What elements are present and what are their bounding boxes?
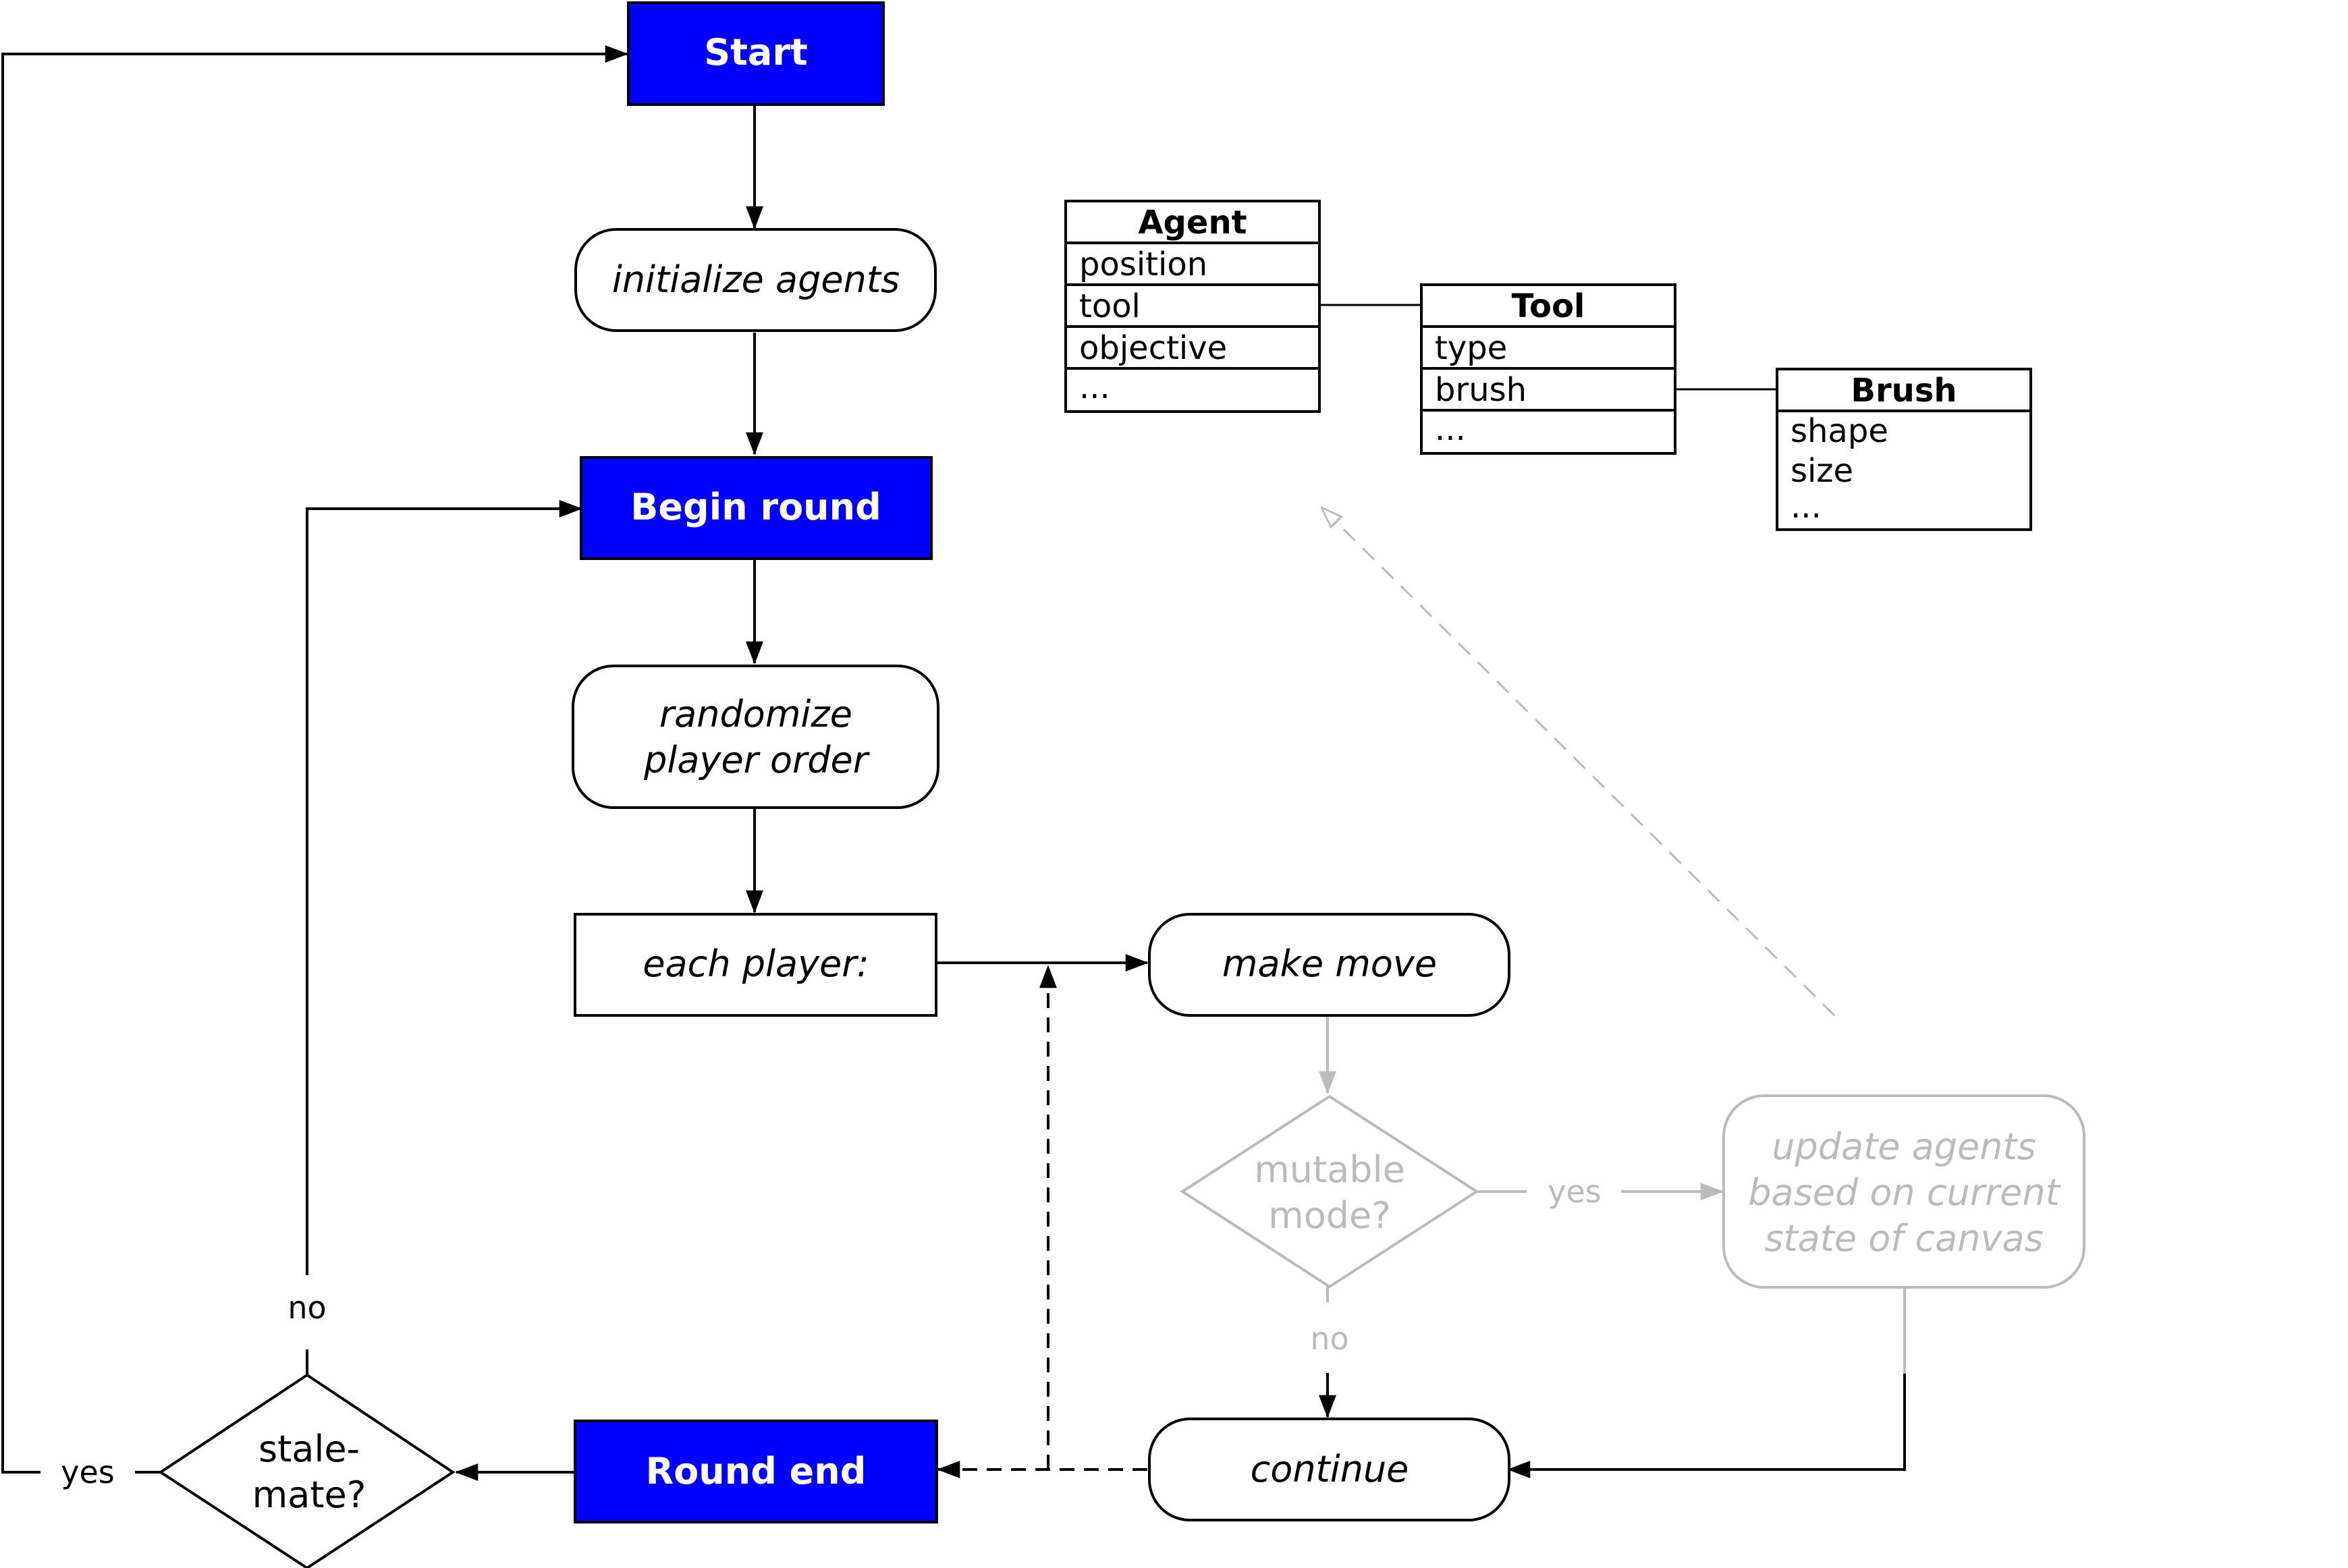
each-player-label: each player:	[643, 943, 869, 985]
edge-stalemate-yes-loop	[1, 45, 628, 1474]
tool-class-title: Tool	[1512, 287, 1585, 325]
randomize-node	[572, 665, 939, 809]
edge-stalemate-no-up	[306, 500, 582, 1275]
update-label-3: state of canvas	[1764, 1217, 2043, 1260]
stalemate-no-label: no	[288, 1289, 326, 1326]
mutable-yes-label: yes	[1548, 1173, 1602, 1210]
tool-field-type: type	[1435, 329, 1507, 367]
stalemate-label-1: stale-	[258, 1428, 360, 1470]
mutable-mode-decision	[1180, 1094, 1479, 1289]
tool-class: Tool type brush ...	[1420, 283, 1676, 455]
randomize-label-1: randomize	[659, 693, 852, 735]
brush-field-more: ...	[1791, 488, 1822, 526]
mutable-label-1: mutable	[1254, 1148, 1405, 1191]
connectors	[1, 45, 1906, 1481]
randomize-label-2: player order	[643, 739, 870, 781]
edge-update-to-classes	[1321, 507, 1836, 1017]
continue-label: continue	[1251, 1448, 1409, 1490]
mutable-no-label: no	[1310, 1320, 1348, 1357]
init-agents-node	[574, 228, 937, 332]
make-move-node	[1148, 913, 1510, 1017]
round-end-node	[574, 1420, 938, 1523]
update-agents-node	[1722, 1094, 2085, 1289]
round-end-label: Round end	[646, 1450, 867, 1492]
agent-class-title: Agent	[1138, 204, 1247, 242]
each-player-node	[574, 913, 937, 1017]
agent-field-objective: objective	[1079, 329, 1227, 367]
brush-class-title: Brush	[1851, 372, 1957, 410]
agent-field-tool: tool	[1079, 287, 1141, 325]
update-label-1: update agents	[1772, 1125, 2036, 1168]
agent-field-position: position	[1079, 246, 1207, 283]
agent-class: Agent position tool objective ...	[1064, 200, 1321, 413]
tool-field-brush: brush	[1435, 371, 1527, 409]
agent-field-more: ...	[1079, 368, 1110, 406]
stalemate-decision	[158, 1373, 456, 1568]
edge-update-to-continue	[1507, 1374, 1906, 1478]
brush-field-size: size	[1791, 452, 1853, 490]
update-label-2: based on current	[1748, 1171, 2060, 1214]
continue-node	[1148, 1418, 1510, 1521]
stalemate-label-2: mate?	[252, 1474, 366, 1516]
brush-field-shape: shape	[1791, 412, 1888, 450]
make-move-label: make move	[1222, 943, 1437, 985]
stalemate-yes-label: yes	[61, 1454, 115, 1490]
tool-field-more: ...	[1435, 410, 1466, 448]
init-agents-label: initialize agents	[612, 258, 900, 301]
start-node	[627, 1, 885, 106]
muted-connectors	[1319, 507, 1906, 1374]
begin-round-label: Begin round	[630, 486, 881, 528]
mutable-label-2: mode?	[1268, 1194, 1391, 1237]
start-label: Start	[704, 31, 808, 74]
begin-round-node	[580, 456, 933, 560]
brush-class: Brush shape size ...	[1776, 368, 2032, 531]
